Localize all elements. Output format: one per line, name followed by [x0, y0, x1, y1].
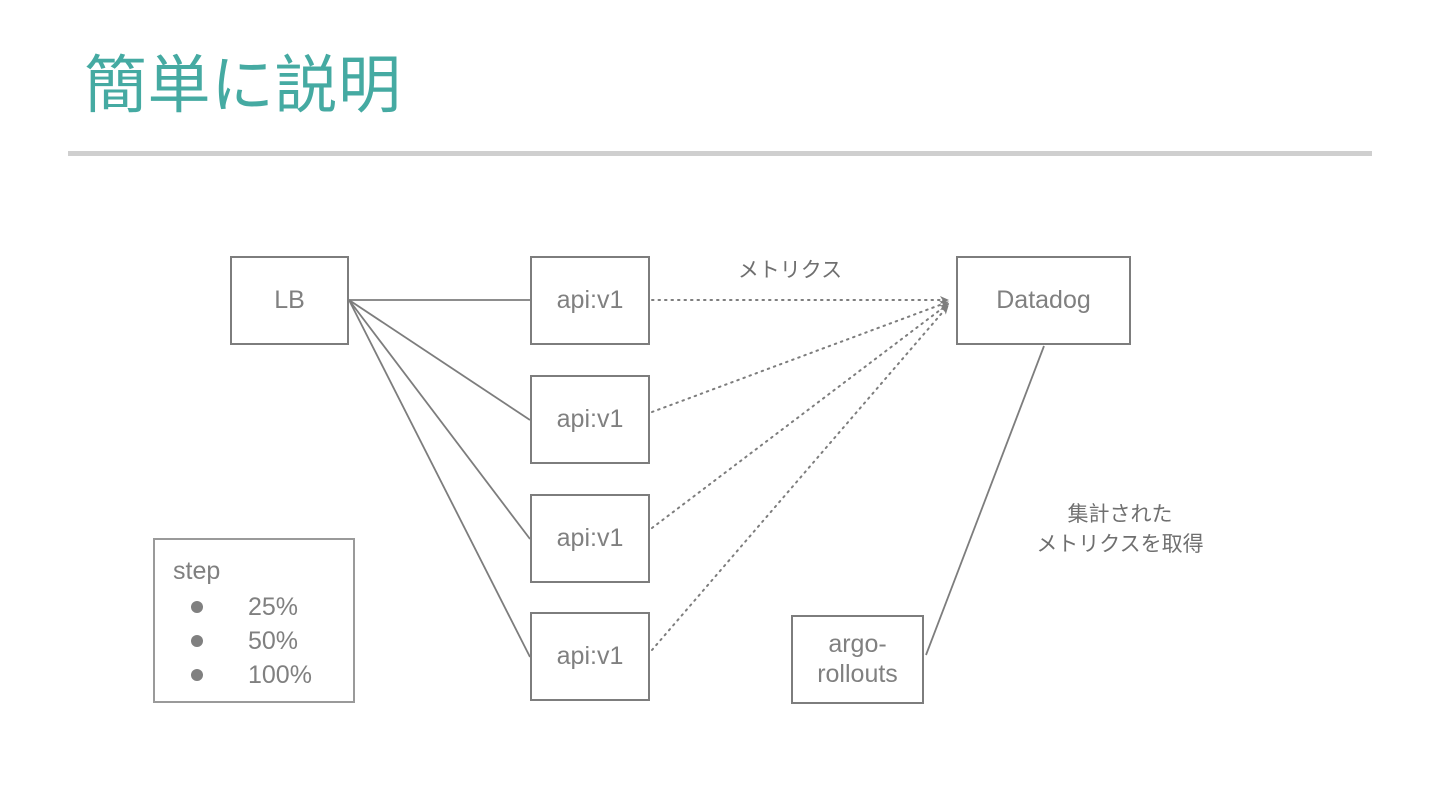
bullet-icon: [191, 669, 203, 681]
node-api-v1-3[interactable]: api:v1: [530, 494, 650, 583]
node-argo-rollouts[interactable]: argo- rollouts: [791, 615, 924, 704]
list-item: 50%: [173, 624, 343, 658]
lb-fanout-edges: [348, 299, 531, 658]
metrics-edges: [651, 296, 949, 651]
node-datadog-label: Datadog: [996, 285, 1091, 314]
node-datadog[interactable]: Datadog: [956, 256, 1131, 345]
bullet-icon: [191, 635, 203, 647]
node-lb-label: LB: [274, 285, 305, 314]
bullet-icon: [191, 601, 203, 613]
node-api-v1-4-label: api:v1: [556, 641, 624, 670]
node-api-v1-3-label: api:v1: [556, 523, 624, 552]
step-legend-box: step 25% 50% 100%: [153, 538, 355, 703]
list-item: 100%: [173, 658, 343, 692]
node-api-v1-1-label: api:v1: [556, 285, 624, 314]
page-title: 簡単に説明: [84, 51, 402, 121]
node-api-v1-2-label: api:v1: [556, 404, 624, 433]
node-lb[interactable]: LB: [230, 256, 349, 345]
step-value: 50%: [248, 626, 299, 655]
node-api-v1-4[interactable]: api:v1: [530, 612, 650, 701]
node-argo-rollouts-label: argo- rollouts: [817, 630, 898, 688]
edge-label-metrics: メトリクス: [737, 259, 843, 282]
list-item: 25%: [173, 590, 343, 624]
step-legend-title: step: [173, 557, 221, 585]
step-value: 25%: [248, 592, 299, 621]
step-value: 100%: [248, 660, 312, 689]
step-legend-list: 25% 50% 100%: [173, 590, 343, 692]
node-api-v1-1[interactable]: api:v1: [530, 256, 650, 345]
node-api-v1-2[interactable]: api:v1: [530, 375, 650, 464]
title-divider: [68, 151, 1372, 156]
edge-label-aggregated-metrics: 集計された メトリクスを取得: [1036, 503, 1204, 557]
